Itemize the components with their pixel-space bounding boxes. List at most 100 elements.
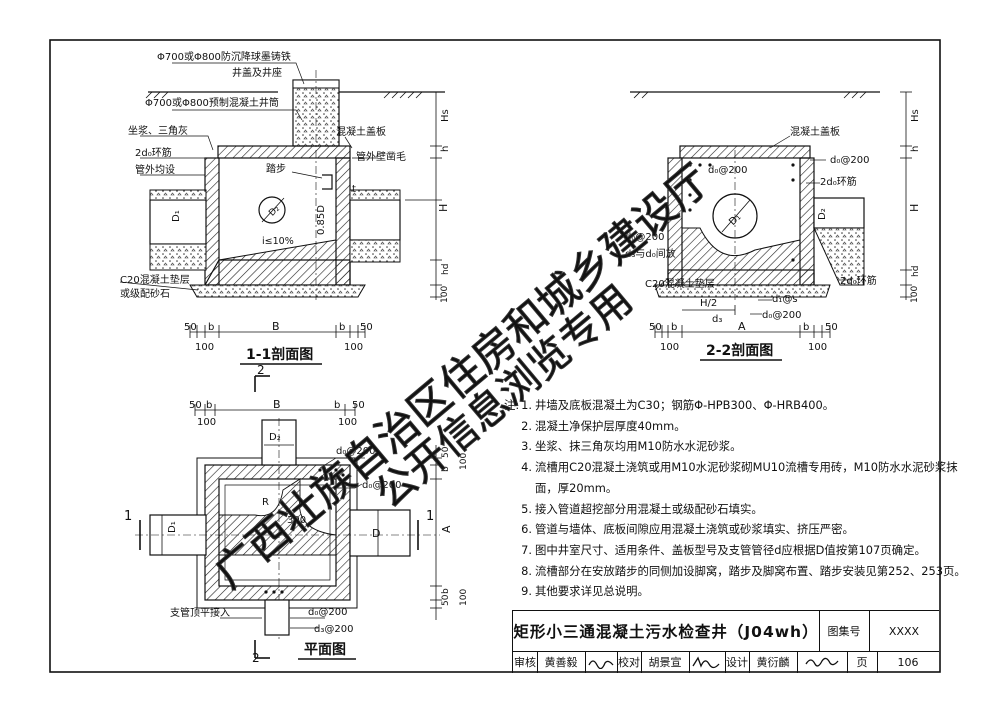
title-block: 矩形小三通混凝土污水检查井（J04wh） 图集号 XXXX 审核 黄善毅 校对 … [512,610,939,673]
label-bedding-alt: 或级配砂石 [120,287,170,300]
label-h-2: h [910,146,921,152]
label-H: H [437,204,450,212]
plan-dim-v-b-bottom: b [441,588,451,594]
reviewer-signature [585,651,618,673]
plan-label-D: D [372,527,380,540]
plan-dim-100-right: 100 [338,417,357,428]
label-d0-200-a: d₀@200 [830,155,869,166]
plan-dim-b-left: b [206,400,212,411]
design-label: 设计 [725,651,750,673]
plan-title: 平面图 [304,642,346,658]
dim2-50-left: 50 [649,322,662,333]
label-100: 100 [440,286,450,303]
dim2-100-left: 100 [660,342,679,353]
note-2: 2.混凝土净保护层厚度40mm。 [521,418,686,433]
drawing-title: 矩形小三通混凝土污水检查井（J04wh） [513,611,820,651]
label-ring-bar-2: 2d₀环筋 [820,175,857,188]
label-cover-seat: 井盖及井座 [232,66,282,79]
plan-dim-v-50-bottom: 50 [441,594,451,606]
cut-mark-1-right: 1 [426,509,434,524]
check-label: 校对 [617,651,642,673]
plan-dim-v-100-bottom: 100 [459,589,469,606]
note-9: 9.其他要求详见总说明。 [521,584,649,599]
plan-dim-v-50-top: 50 [441,446,451,458]
plan-dim-B: B [273,398,281,411]
section-2-2-title: 2-2剖面图 [706,342,773,359]
label-step: 踏步 [266,162,286,175]
plan-label-r: R [262,497,269,508]
checker-signature [689,651,726,673]
dim-100-left: 100 [195,342,214,353]
label-d3-between: d₃与d₀间放 [625,247,676,260]
plan-dim-100-left: 100 [197,417,216,428]
label-hs-2: Hs [910,109,921,122]
atlas-number: XXXX [888,624,920,638]
label-riser: Φ700或Φ800预制混凝土井筒 [145,96,279,109]
label-d2-2: D₂ [817,208,828,220]
plan-label-d0-b: d₀@200 [362,480,401,491]
note-7: 7.图中井室尺寸、适用条件、盖板型号及支管管径d应根据D值按第107页确定。 [521,542,926,557]
section-1-1: Φ700或Φ800防沉降球墨铸铁 井盖及井座 Φ700或Φ800预制混凝土井筒 … [119,50,451,365]
dim2-b-right: b [803,322,809,333]
label-d3: d₃ [712,314,722,325]
page-label: 页 [847,651,878,673]
label-d1: D₁ [171,210,182,222]
label-bedding-2: C20混凝土垫层 [645,277,715,290]
label-bedding: C20混凝土垫层 [120,273,190,286]
plan-dim-50-left: 50 [189,400,202,411]
checker-name: 胡景宣 [641,651,690,673]
label-d0-200-b: d₀@200 [708,165,747,176]
plan-label-A: A [440,525,453,533]
designer-name: 黄衍麟 [749,651,798,673]
dim2-A: A [738,320,746,333]
note-3: 3.坐浆、抹三角灰均用M10防水水泥砂浆。 [521,439,742,454]
label-d1-s: d₁@s [772,294,798,305]
page-number: 106 [897,655,919,669]
plan-label-d3: d₃@200 [314,624,353,635]
label-hd: hd [441,264,451,275]
label-slope: i≤10% [262,236,294,247]
note-5: 5.接入管道超挖部分用混凝土或级配砂石填实。 [521,501,763,516]
label-hd-2: hd [911,266,921,277]
label-100-2: 100 [910,286,920,303]
dim2-100-right: 100 [808,342,827,353]
dim-50-right: 50 [360,322,373,333]
review-label: 审核 [513,651,538,673]
designer-signature [797,651,848,673]
plan-label-d0-c: d₀@200 [308,607,347,618]
reviewer-name: 黄善毅 [537,651,586,673]
label-cover-slab: 混凝土盖板 [336,125,386,138]
label-ring-bar: 2d₀环筋 [135,146,172,159]
notes-block: 注: 1.井墙及底板混凝土为C30；钢筋Φ-HPB300、Φ-HRB400。 2… [504,395,966,602]
note-4-continued: 面，厚20mm。 [535,480,618,495]
plan-label-d0-a: d₀@200 [336,446,375,457]
plan-dim-50-right: 50 [352,400,365,411]
section-1-1-title: 1-1剖面图 [246,346,313,363]
dim2-50-right: 50 [825,322,838,333]
dim-100-right: 100 [344,342,363,353]
label-ring-bar-3: 2d₀环筋 [840,274,877,287]
label-H-2: H [908,204,921,212]
label-d0-200-c: d₀@200 [625,232,664,243]
plan-dim-b-right: b [334,400,340,411]
label-t: t [352,184,356,195]
plan-view: 2 50 b B b 50 100 100 [124,363,469,665]
dim-b-left: b [208,322,214,333]
label-h-half: H/2 [700,298,717,309]
label-cover-casting: Φ700或Φ800防沉降球墨铸铁 [157,50,291,63]
label-cover-slab-2: 混凝土盖板 [790,125,840,138]
label-pipe-wall: 管外壁凿毛 [356,150,406,163]
cut-mark-2-bottom: 2 [252,651,260,665]
plan-label-d1: D₁ [167,521,178,533]
plan-label-300: 300 [287,515,306,526]
note-6: 6.管道与墙体、底板间隙应用混凝土浇筑或砂浆填实、挤压严密。 [521,522,854,537]
dim-B: B [272,320,280,333]
notes-lead: 注: [504,398,520,412]
plan-dim-v-b-top: b [441,466,451,472]
label-mortar: 坐浆、三角灰 [128,124,188,137]
dim2-b-left: b [671,322,677,333]
note-1: 1.井墙及底板混凝土为C30；钢筋Φ-HPB300、Φ-HRB400。 [521,398,835,412]
section-2-2: 混凝土盖板 d₀@200 2d₀环筋 d₀@200 D₂ D₁ d₀@200 d… [625,91,921,361]
label-h: h [440,146,451,152]
